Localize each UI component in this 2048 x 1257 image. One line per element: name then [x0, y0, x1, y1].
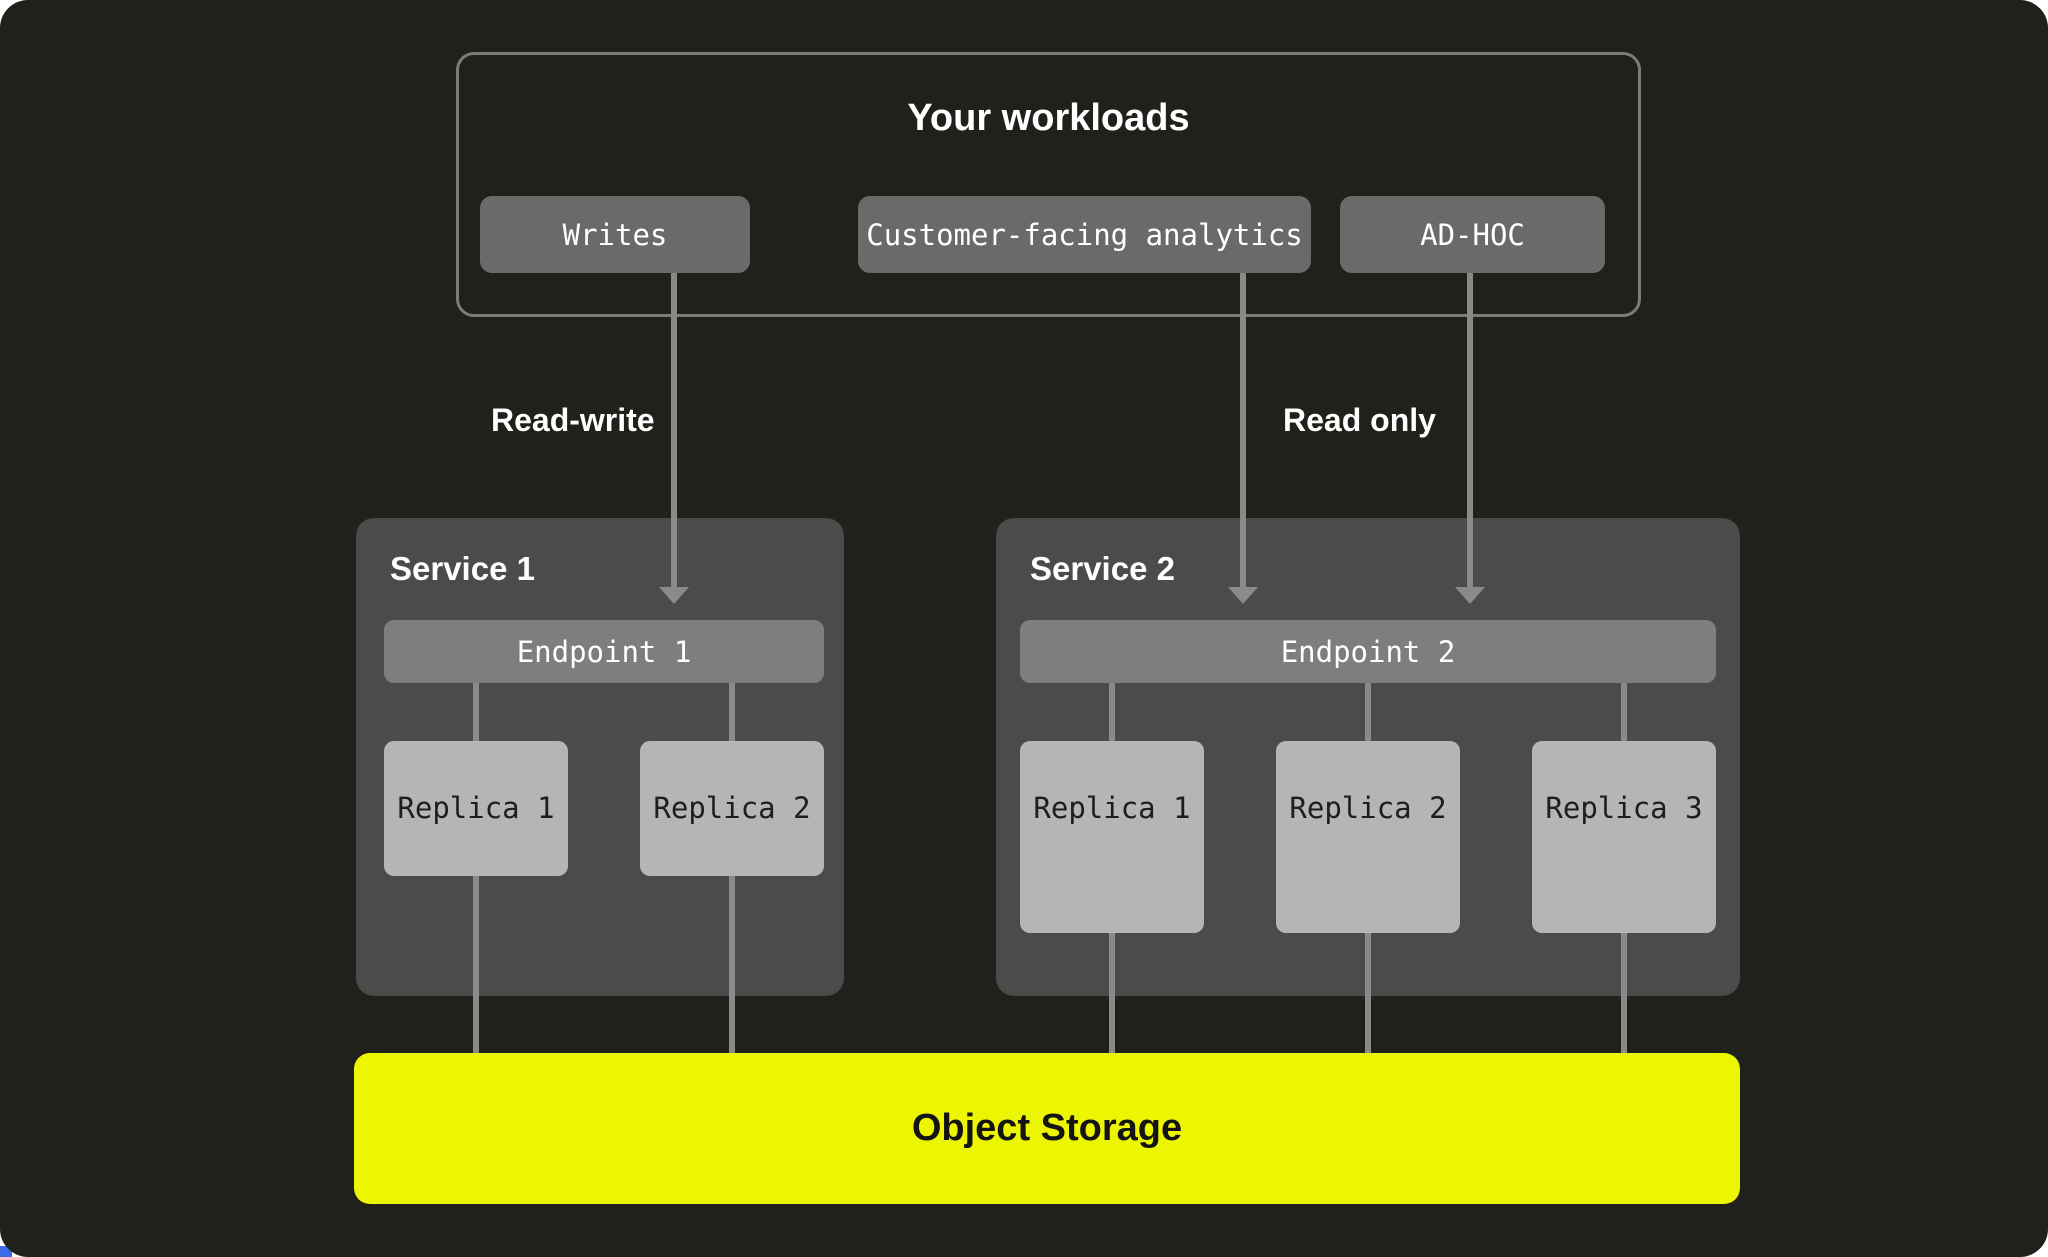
page-corner-artifact [0, 1246, 12, 1257]
arrow-head-endpoint2-right [1455, 587, 1485, 604]
workload-node-analytics: Customer-facing analytics [858, 196, 1311, 273]
endpoint-1-node: Endpoint 1 [384, 620, 824, 683]
service2-replica-3-node: Replica 3 [1532, 741, 1716, 933]
service2-replica-2-node: Replica 2 [1276, 741, 1460, 933]
workload-node-writes: Writes [480, 196, 750, 273]
service-1-title: Service 1 [390, 550, 535, 587]
edge-label-read-only: Read only [1283, 402, 1436, 438]
service1-replica-1-node: Replica 1 [384, 741, 568, 876]
workloads-title: Your workloads [907, 97, 1190, 139]
arrow-head-endpoint1 [659, 587, 689, 604]
your-workloads-container [456, 52, 1641, 317]
service1-replica-2-node: Replica 2 [640, 741, 824, 876]
edge-label-read-write: Read-write [491, 402, 655, 438]
object-storage-bar: Object Storage [354, 1053, 1740, 1204]
service2-replica-1-node: Replica 1 [1020, 741, 1204, 933]
endpoint-2-node: Endpoint 2 [1020, 620, 1716, 683]
workload-node-adhoc: AD-HOC [1340, 196, 1605, 273]
service-2-title: Service 2 [1030, 550, 1175, 587]
arrow-head-endpoint2-left [1228, 587, 1258, 604]
